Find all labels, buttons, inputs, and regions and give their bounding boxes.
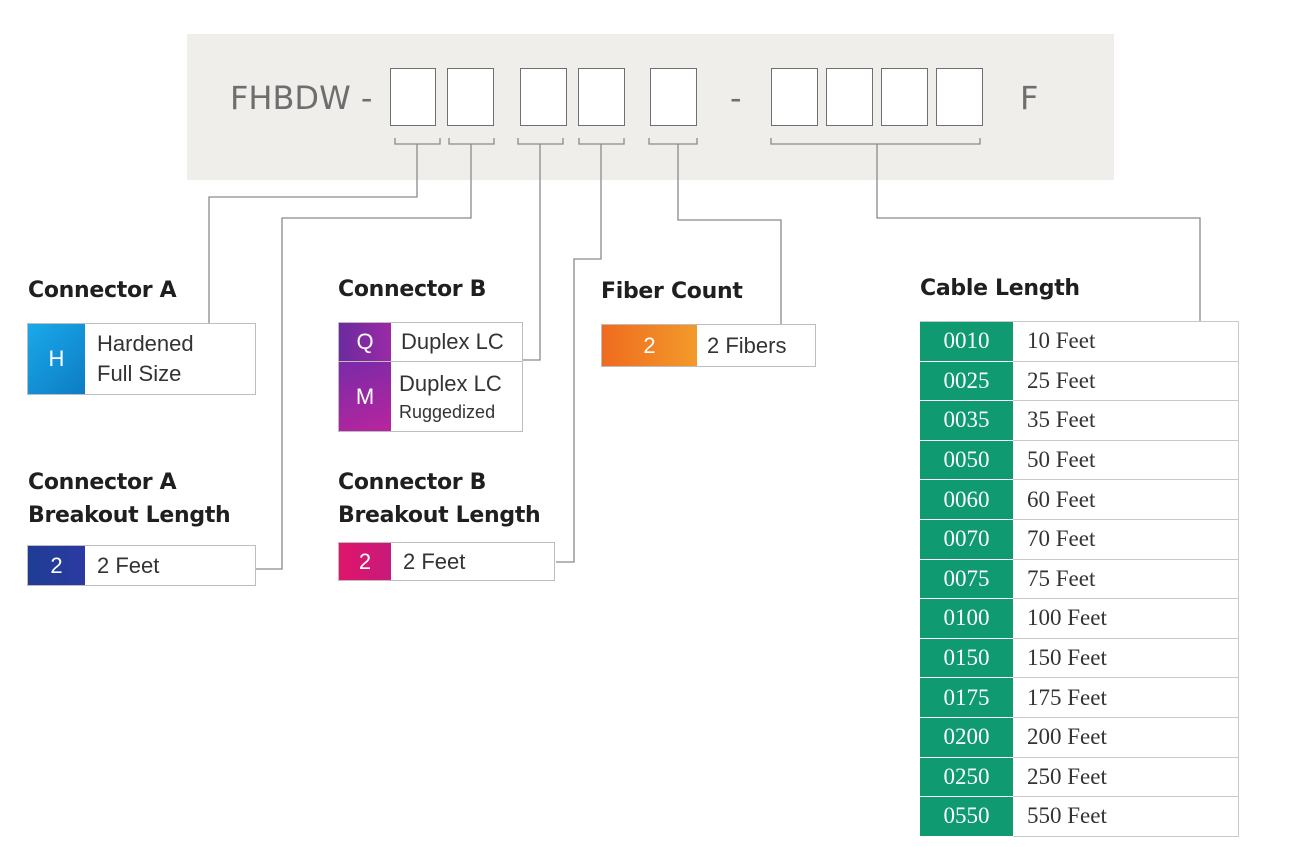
slot-connector-a bbox=[390, 68, 436, 126]
part-number-suffix: F bbox=[1020, 79, 1039, 117]
slot-cable-length-1 bbox=[771, 68, 818, 126]
connector-b-breakout-title: Connector B Breakout Length bbox=[338, 466, 541, 532]
cable-length-label: 150 Feet bbox=[1013, 638, 1239, 678]
option-description: Hardened Full Size bbox=[85, 324, 255, 394]
slot-fiber-count bbox=[650, 68, 697, 126]
cable-length-label: 550 Feet bbox=[1013, 797, 1239, 836]
title-line-2: Breakout Length bbox=[28, 503, 231, 528]
slot-cable-length-3 bbox=[881, 68, 928, 126]
cable-length-code: 0075 bbox=[920, 559, 1013, 600]
cable-length-label: 50 Feet bbox=[1013, 440, 1239, 480]
cable-length-code: 0035 bbox=[920, 401, 1013, 441]
connector-a-option-h: H Hardened Full Size bbox=[27, 323, 256, 395]
cable-length-code: 0250 bbox=[920, 757, 1013, 798]
fiber-count-title: Fiber Count bbox=[601, 279, 743, 304]
slot-connector-a-breakout bbox=[447, 68, 494, 126]
option-label: 2 Fibers bbox=[707, 332, 787, 358]
option-label: Duplex LC bbox=[401, 329, 504, 354]
cable-length-code: 0200 bbox=[920, 717, 1013, 758]
connector-b-breakout-option-2: 2 2 Feet bbox=[338, 542, 555, 581]
option-label: Hardened bbox=[97, 331, 194, 356]
cable-length-label: 35 Feet bbox=[1013, 401, 1239, 440]
cable-length-label: 175 Feet bbox=[1013, 678, 1239, 717]
option-code: Q bbox=[339, 323, 391, 361]
connector-a-title: Connector A bbox=[28, 278, 177, 303]
cable-length-code: 0025 bbox=[920, 361, 1013, 402]
cable-length-label: 10 Feet bbox=[1013, 322, 1239, 361]
option-description: Duplex LC Ruggedized bbox=[391, 362, 522, 431]
fiber-count-option-2: 2 2 Fibers bbox=[601, 324, 816, 367]
title-line-1: Connector B bbox=[338, 470, 487, 495]
cable-length-code: 0150 bbox=[920, 638, 1013, 679]
cable-length-label: 60 Feet bbox=[1013, 480, 1239, 519]
cable-length-label: 25 Feet bbox=[1013, 361, 1239, 401]
cable-length-code: 0010 bbox=[920, 322, 1013, 362]
option-label: Duplex LC bbox=[399, 370, 502, 396]
option-code: 2 bbox=[339, 543, 391, 580]
cable-length-code: 0175 bbox=[920, 678, 1013, 718]
connector-b-option-m: M Duplex LC Ruggedized bbox=[338, 361, 523, 432]
slot-connector-b bbox=[520, 68, 567, 126]
option-sublabel: Full Size bbox=[97, 361, 182, 386]
cable-length-label: 250 Feet bbox=[1013, 757, 1239, 797]
option-code: M bbox=[339, 362, 391, 431]
connector-b-title: Connector B bbox=[338, 277, 487, 302]
cable-length-label: 200 Feet bbox=[1013, 717, 1239, 757]
cable-length-code: 0100 bbox=[920, 599, 1013, 639]
option-label: 2 Feet bbox=[97, 552, 160, 578]
option-label: 2 Feet bbox=[403, 548, 466, 574]
cable-length-title: Cable Length bbox=[920, 276, 1080, 301]
part-number-separator: - bbox=[730, 79, 742, 117]
option-code: 2 bbox=[602, 325, 697, 366]
slot-cable-length-2 bbox=[826, 68, 873, 126]
option-code: H bbox=[28, 324, 85, 394]
cable-length-code: 0070 bbox=[920, 519, 1013, 560]
title-line-2: Breakout Length bbox=[338, 503, 541, 528]
connector-a-breakout-title: Connector A Breakout Length bbox=[28, 466, 231, 532]
part-number-prefix: FHBDW - bbox=[230, 79, 373, 117]
connector-b-option-q: Q Duplex LC bbox=[338, 322, 523, 362]
slot-connector-b-breakout bbox=[578, 68, 625, 126]
cable-length-label: 70 Feet bbox=[1013, 519, 1239, 559]
option-code: 2 bbox=[28, 546, 85, 585]
cable-length-code: 0050 bbox=[920, 440, 1013, 481]
option-sublabel: Ruggedized bbox=[399, 401, 496, 422]
connector-a-breakout-option-2: 2 2 Feet bbox=[27, 545, 256, 586]
title-line-1: Connector A bbox=[28, 470, 177, 495]
cable-length-code: 0060 bbox=[920, 480, 1013, 520]
cable-length-code: 0550 bbox=[920, 797, 1013, 837]
cable-length-label: 100 Feet bbox=[1013, 599, 1239, 638]
slot-cable-length-4 bbox=[936, 68, 983, 126]
cable-length-label: 75 Feet bbox=[1013, 559, 1239, 599]
